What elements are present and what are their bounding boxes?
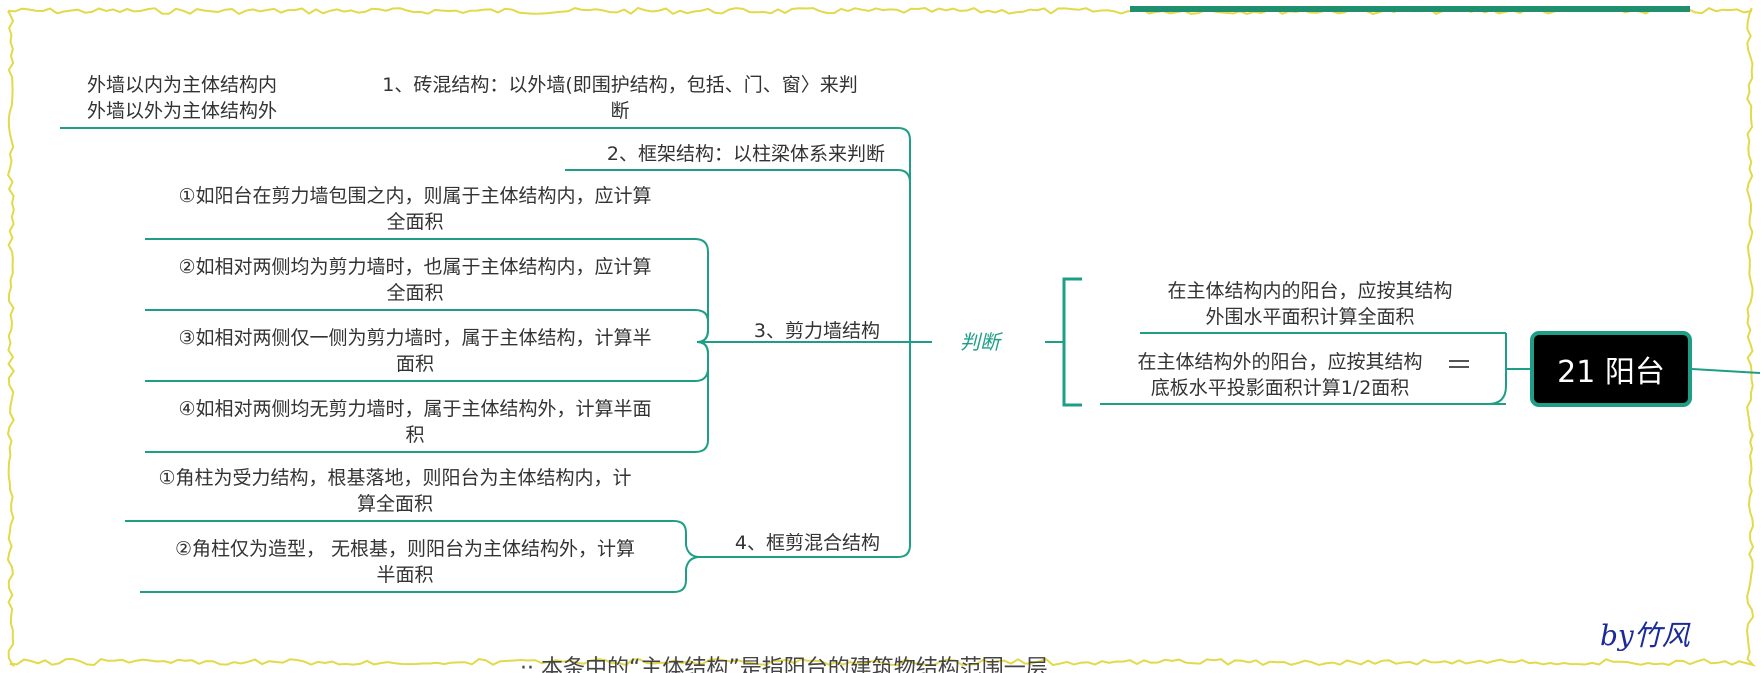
shear-item-2-line1: ②如相对两侧均为剪力墙时，也属于主体结构内，应计算 xyxy=(178,256,652,278)
frameshear-item-2-line2: 半面积 xyxy=(376,564,434,586)
balcony-inside-line2: 外围水平面积计算全面积 xyxy=(1205,306,1415,328)
balcony-outside-line1: 在主体结构外的阳台，应按其结构 xyxy=(1137,351,1423,373)
shear-wall-node[interactable]: 3、剪力墙结构 xyxy=(753,320,880,342)
shear-item-3[interactable]: ③如相对两侧仅一侧为剪力墙时，属于主体结构，计算半 面积 xyxy=(145,325,685,377)
frameshear-item-2-line1: ②角柱仅为造型， 无根基，则阳台为主体结构外，计算 xyxy=(174,538,636,560)
shear-item-4-line2: 积 xyxy=(405,424,425,446)
brick-line1: 1、砖混结构：以外墙(即围护结构，包括、门、窗〉来判 xyxy=(382,74,858,96)
frameshear-node[interactable]: 4、框剪混合结构 xyxy=(734,532,880,554)
judge-label[interactable]: 判断 xyxy=(960,330,1000,354)
shear-item2-link xyxy=(145,309,709,343)
shear-item-3-line1: ③如相对两侧仅一侧为剪力墙时，属于主体结构，计算半 xyxy=(178,327,652,349)
frame-border xyxy=(6,6,1757,668)
shear-item-1-line1: ①如阳台在剪力墙包围之内，则属于主体结构内，应计算 xyxy=(178,185,652,207)
frameshear-item-1[interactable]: ①角柱为受力结构，根基落地，则阳台为主体结构内，计 算全面积 xyxy=(125,465,665,517)
note-icon[interactable] xyxy=(1449,360,1469,376)
root-out-link xyxy=(1691,368,1761,374)
shear-item-2-line2: 全面积 xyxy=(386,282,444,304)
spine-frameshear xyxy=(700,342,911,558)
frame-top-strip xyxy=(1130,6,1690,12)
root-node[interactable]: 21 阳台 xyxy=(1530,331,1692,407)
spine-brick xyxy=(60,127,911,342)
signature: by竹风 xyxy=(1600,619,1690,652)
brick-node[interactable]: 1、砖混结构：以外墙(即围护结构，包括、门、窗〉来判 断 xyxy=(355,72,885,124)
shear-item-1-line2: 全面积 xyxy=(386,211,444,233)
frameshear-item-1-line1: ①角柱为受力结构，根基落地，则阳台为主体结构内，计 xyxy=(158,467,632,489)
balcony-inside-node[interactable]: 在主体结构内的阳台，应按其结构 外围水平面积计算全面积 xyxy=(1140,278,1480,330)
brick-line2: 断 xyxy=(610,100,630,122)
brick-note1: 外墙以内为主体结构内 xyxy=(86,74,277,96)
balcony-bracket xyxy=(1487,333,1507,405)
shear-item-4[interactable]: ④如相对两侧均无剪力墙时，属于主体结构外，计算半面 积 xyxy=(145,396,685,448)
frameshear-item-2[interactable]: ②角柱仅为造型， 无根基，则阳台为主体结构外，计算 半面积 xyxy=(140,536,670,588)
frameshear-item1-link xyxy=(125,520,701,558)
shear-item-3-line2: 面积 xyxy=(395,353,434,375)
root-label: 21 阳台 xyxy=(1557,355,1665,390)
shear-item-1[interactable]: ①如阳台在剪力墙包围之内，则属于主体结构内，应计算 全面积 xyxy=(145,183,685,235)
shear-item-4-line1: ④如相对两侧均无剪力墙时，属于主体结构外，计算半面 xyxy=(178,398,652,420)
shear-item4-link xyxy=(145,341,709,453)
judge-bracket xyxy=(1062,277,1082,407)
frameshear-item-1-line2: 算全面积 xyxy=(356,493,433,515)
frame-struct-node[interactable]: 2、框架结构：以柱梁体系来判断 xyxy=(606,143,885,165)
frameshear-item2-link xyxy=(140,556,701,593)
shear-item-2[interactable]: ②如相对两侧均为剪力墙时，也属于主体结构内，应计算 全面积 xyxy=(145,254,685,306)
brick-note[interactable]: 外墙以内为主体结构内 外墙以外为主体结构外 xyxy=(62,72,302,124)
bottom-cut-text: ·· 本条中的“主体结构”是指阳台的建筑物结构范围一层 xyxy=(520,656,1048,673)
brick-note2: 外墙以外为主体结构外 xyxy=(86,100,277,122)
balcony-inside-line1: 在主体结构内的阳台，应按其结构 xyxy=(1167,280,1453,302)
spine-frame xyxy=(565,169,911,342)
balcony-outside-node[interactable]: 在主体结构外的阳台，应按其结构 底板水平投影面积计算1/2面积 xyxy=(1100,349,1460,401)
balcony-outside-line2: 底板水平投影面积计算1/2面积 xyxy=(1150,377,1410,399)
